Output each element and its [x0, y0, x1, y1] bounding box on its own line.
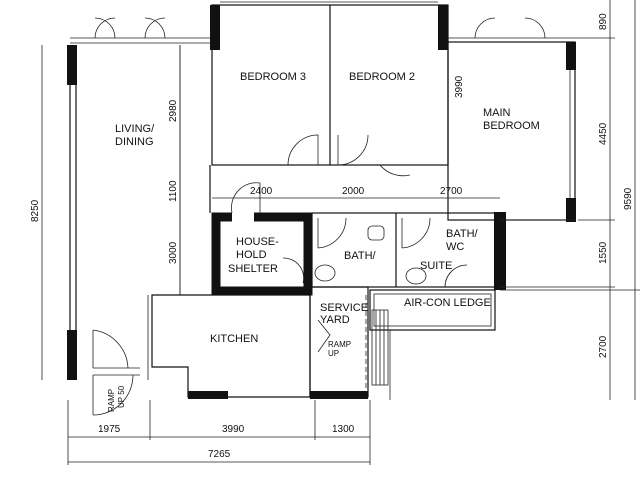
dim-right-total: 9590 [623, 187, 634, 210]
living-label-2: DINING [115, 136, 154, 148]
shelter-label-2: HOLD [236, 249, 267, 261]
bedroom3-label: BEDROOM 3 [240, 71, 306, 83]
dim-left-inner-1: 2980 [168, 99, 179, 122]
walls [67, 1, 640, 416]
bath-wc-suite-label: SUITE [420, 260, 452, 272]
bath-label: BATH/ [344, 250, 377, 262]
shelter-label-1: HOUSE- [236, 236, 279, 248]
dim-bottom-1: 1975 [98, 424, 121, 435]
dim-right-2: 4450 [598, 122, 609, 145]
dim-top-3: 2700 [440, 186, 463, 197]
ramp-up-label-1: RAMP [328, 340, 351, 349]
dim-bottom-2: 3990 [222, 424, 245, 435]
dim-left-inner-3: 3000 [168, 241, 179, 264]
ramp-entrance-label-2: UP 50 [117, 385, 126, 408]
dim-right-3: 1550 [598, 241, 609, 264]
service-yard-label-1: SERVICE [320, 302, 368, 314]
bath-wc-label-1: BATH/ [446, 228, 479, 240]
dim-left-inner-2: 1100 [168, 180, 179, 202]
service-yard-label-2: YARD [320, 314, 350, 326]
main-bedroom-label-2: BEDROOM [483, 120, 540, 132]
living-label-1: LIVING/ [115, 123, 155, 135]
dim-bedroom-depth: 3990 [454, 75, 465, 98]
dim-left-total: 8250 [30, 199, 41, 222]
bedroom2-label: BEDROOM 2 [349, 71, 415, 83]
room-labels: LIVING/ DINING BEDROOM 3 BEDROOM 2 MAIN … [107, 71, 540, 412]
dim-right-4: 2700 [598, 335, 609, 358]
dim-bottom-3: 1300 [332, 424, 355, 435]
aircon-ledge-label: AIR-CON LEDGE [404, 297, 491, 309]
ramp-entrance-label-1: RAMP [107, 389, 116, 412]
kitchen-label: KITCHEN [210, 333, 258, 345]
shelter-label-3: SHELTER [228, 263, 278, 275]
dim-right-1: 890 [598, 13, 609, 30]
dimension-labels: 8250 2980 1100 3000 2400 2000 2700 3990 … [30, 13, 634, 460]
ramp-up-label-2: UP [328, 349, 339, 358]
dim-top-1: 2400 [250, 186, 273, 197]
dim-top-2: 2000 [342, 186, 365, 197]
bath-wc-label-2: WC [446, 241, 464, 253]
main-bedroom-label-1: MAIN [483, 107, 511, 119]
dim-bottom-total: 7265 [208, 449, 231, 460]
dimension-lines [41, 0, 636, 465]
